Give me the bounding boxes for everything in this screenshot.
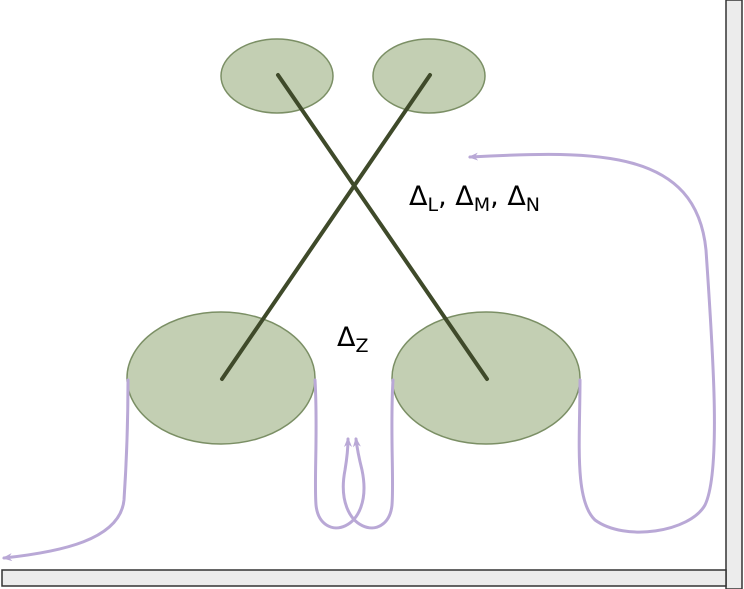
rod-left-to-right xyxy=(276,73,489,381)
floor xyxy=(1,569,727,587)
flow-arrow-center-right xyxy=(341,378,395,530)
flow-arrow-center-left xyxy=(313,378,366,530)
flow-arrow-right xyxy=(468,152,716,534)
rod-right-to-left xyxy=(220,73,432,381)
delta-z-label: ΔZ xyxy=(337,322,369,357)
delta-lmn-label: ΔL, ΔM, ΔN xyxy=(409,181,540,216)
right-wall xyxy=(725,0,743,589)
flow-arrow-left xyxy=(2,378,130,562)
